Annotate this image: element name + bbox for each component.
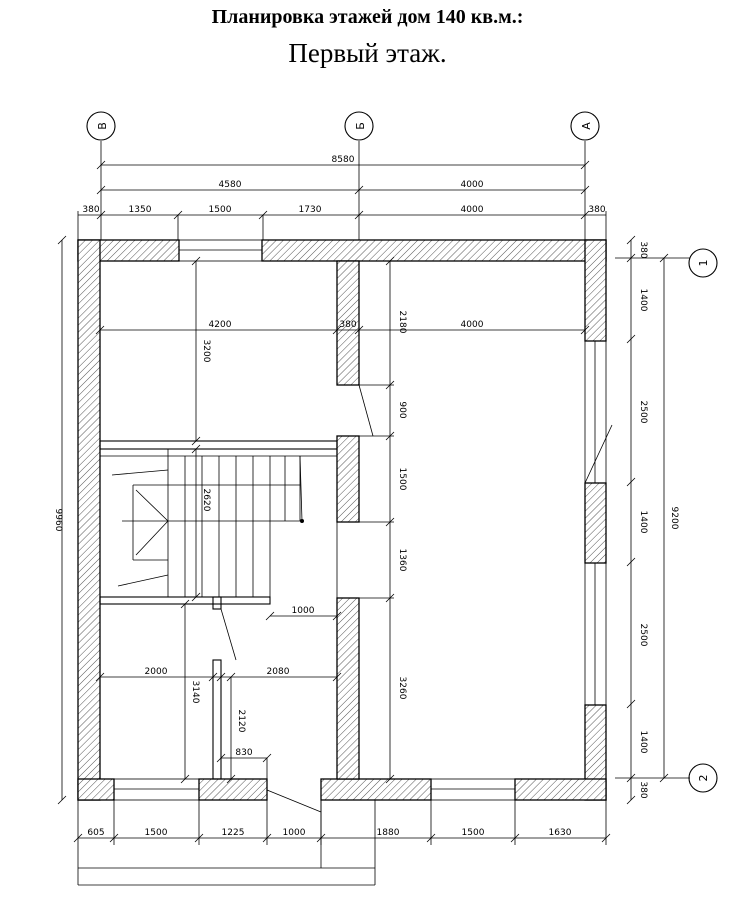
dim-total-top: 8580 — [332, 155, 355, 165]
axis-label: В — [96, 122, 109, 130]
dim-wall-380: 380 — [339, 320, 356, 330]
top-dimensions: 8580 4580 4000 380 1350 1500 1730 4000 3… — [77, 155, 607, 240]
dim-bottom-row: 1500 — [462, 828, 485, 838]
interior-walls — [99, 260, 360, 780]
axis-label: 2 — [697, 775, 710, 782]
dim-bath-height: 3140 — [190, 681, 200, 704]
axis-label: Б — [354, 122, 367, 130]
dim-stair-door: 1000 — [292, 606, 315, 616]
dim-room-right-width: 4000 — [461, 320, 484, 330]
dim-bottom-row: 1630 — [549, 828, 572, 838]
dim-left-total: 9960 — [53, 509, 63, 532]
axis-bubble-1: 1 — [688, 248, 718, 278]
dim-room-left-width: 4200 — [209, 320, 232, 330]
dim-h-830: 830 — [235, 748, 252, 758]
axis-bubble-v: В — [86, 111, 116, 141]
dim-top-row: 1730 — [299, 205, 322, 215]
dim-bottom-row: 1500 — [145, 828, 168, 838]
page-title: Планировка этажей дом 140 кв.м.: — [211, 6, 524, 28]
axis-bubble-b: Б — [344, 111, 374, 141]
dim-v-2120: 2120 — [236, 710, 246, 733]
dim-bottom-row: 1225 — [222, 828, 245, 838]
axis-bubble-2: 2 — [688, 763, 718, 793]
dim-top-row: 1350 — [129, 205, 152, 215]
dim-top-row: 380 — [588, 205, 605, 215]
dim-right-total: 9200 — [669, 507, 679, 530]
dim-v-1360: 1360 — [397, 549, 407, 572]
page-subtitle: Первый этаж. — [288, 38, 447, 68]
dim-top-row: 380 — [82, 205, 99, 215]
dim-bottom-row: 1880 — [377, 828, 400, 838]
right-dimensions: 380 1400 2500 1400 2500 1400 380 9200 — [626, 235, 679, 805]
dim-bottom-row: 605 — [87, 828, 104, 838]
interior-dimensions: 4200 380 4000 3200 2180 900 1500 1360 32… — [95, 256, 590, 784]
dim-bath-right: 2080 — [267, 667, 290, 677]
dim-room-height: 3200 — [201, 340, 211, 363]
dim-right-row: 380 — [638, 241, 648, 258]
dim-right-row: 380 — [638, 781, 648, 798]
dim-right-row: 1400 — [638, 289, 648, 312]
dim-bath-left: 2000 — [145, 667, 168, 677]
dim-v-3260: 3260 — [397, 677, 407, 700]
doors — [220, 384, 613, 813]
dim-right-row: 1400 — [638, 511, 648, 534]
windows — [113, 239, 607, 801]
axis-label: 1 — [697, 260, 710, 267]
bottom-dimensions: 605 1500 1225 1000 1880 1500 1630 — [73, 800, 611, 886]
staircase — [100, 449, 337, 597]
dim-right-row: 2500 — [638, 624, 648, 647]
dim-right-row: 2500 — [638, 401, 648, 424]
dim-top-right: 4000 — [461, 180, 484, 190]
dim-top-row: 1500 — [209, 205, 232, 215]
axis-lines — [100, 141, 690, 779]
left-dimension: 9960 — [53, 235, 67, 805]
axis-bubble-a: А — [570, 111, 600, 141]
dim-top-row: 4000 — [461, 205, 484, 215]
dim-top-left: 4580 — [219, 180, 242, 190]
dim-v-900: 900 — [397, 401, 407, 418]
axis-label: А — [580, 122, 593, 130]
dim-v-1500: 1500 — [397, 468, 407, 491]
dim-v-2180: 2180 — [397, 311, 407, 334]
dim-stair: 2620 — [201, 489, 211, 512]
dim-right-row: 1400 — [638, 731, 648, 754]
dim-bottom-row: 1000 — [283, 828, 306, 838]
